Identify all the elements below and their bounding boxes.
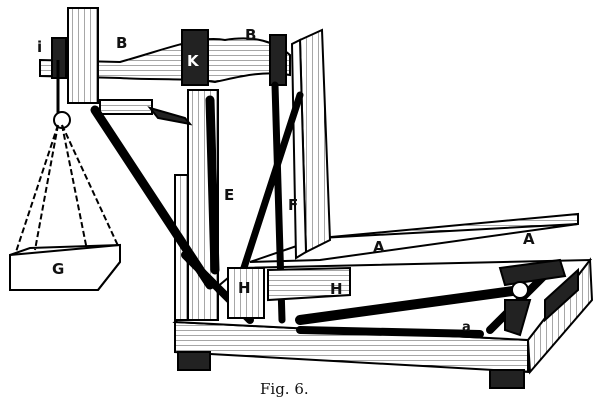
label-a-left: A: [373, 238, 385, 256]
label-b-right: B: [245, 26, 256, 44]
label-b-left: B: [116, 34, 127, 52]
label-e: E: [224, 186, 234, 204]
h-blocks: [227, 266, 351, 319]
label-i: i: [37, 38, 42, 56]
label-a-right: A: [523, 230, 535, 248]
label-a-small: a: [462, 320, 471, 335]
poise-weight: [99, 99, 193, 126]
label-h-right: H: [330, 280, 343, 298]
scale-beam: [39, 7, 291, 104]
lever-assembly: [498, 258, 567, 337]
scale-pan: [9, 60, 121, 291]
label-g: G: [52, 260, 64, 278]
linkage-rods: [90, 81, 549, 338]
label-f: F: [288, 196, 298, 214]
upright-post: [290, 28, 332, 260]
part-labels: i B B K E F G H H A A a: [37, 26, 535, 335]
label-h-left: H: [238, 279, 251, 297]
label-k: K: [187, 52, 200, 70]
figure-caption: Fig. 6.: [260, 380, 309, 398]
